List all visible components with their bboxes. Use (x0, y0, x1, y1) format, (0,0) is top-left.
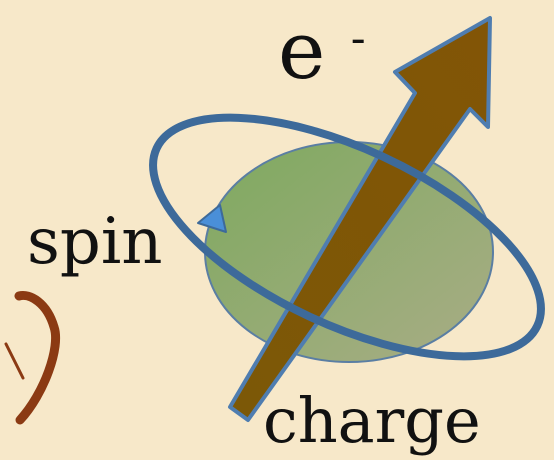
spin-orbit-ring (149, 113, 545, 361)
partial-symbol-tick (4, 342, 25, 380)
electron-symbol-base: e (278, 4, 325, 97)
charge-label: charge (263, 384, 481, 457)
electron-symbol-superscript: - (351, 13, 366, 64)
electron-symbol: e - (278, 4, 366, 97)
spin-label: spin (27, 205, 163, 279)
spin-direction-arrowhead-icon (197, 204, 227, 233)
partial-symbol-curve (14, 291, 61, 425)
spin-axis-arrow (228, 16, 492, 422)
